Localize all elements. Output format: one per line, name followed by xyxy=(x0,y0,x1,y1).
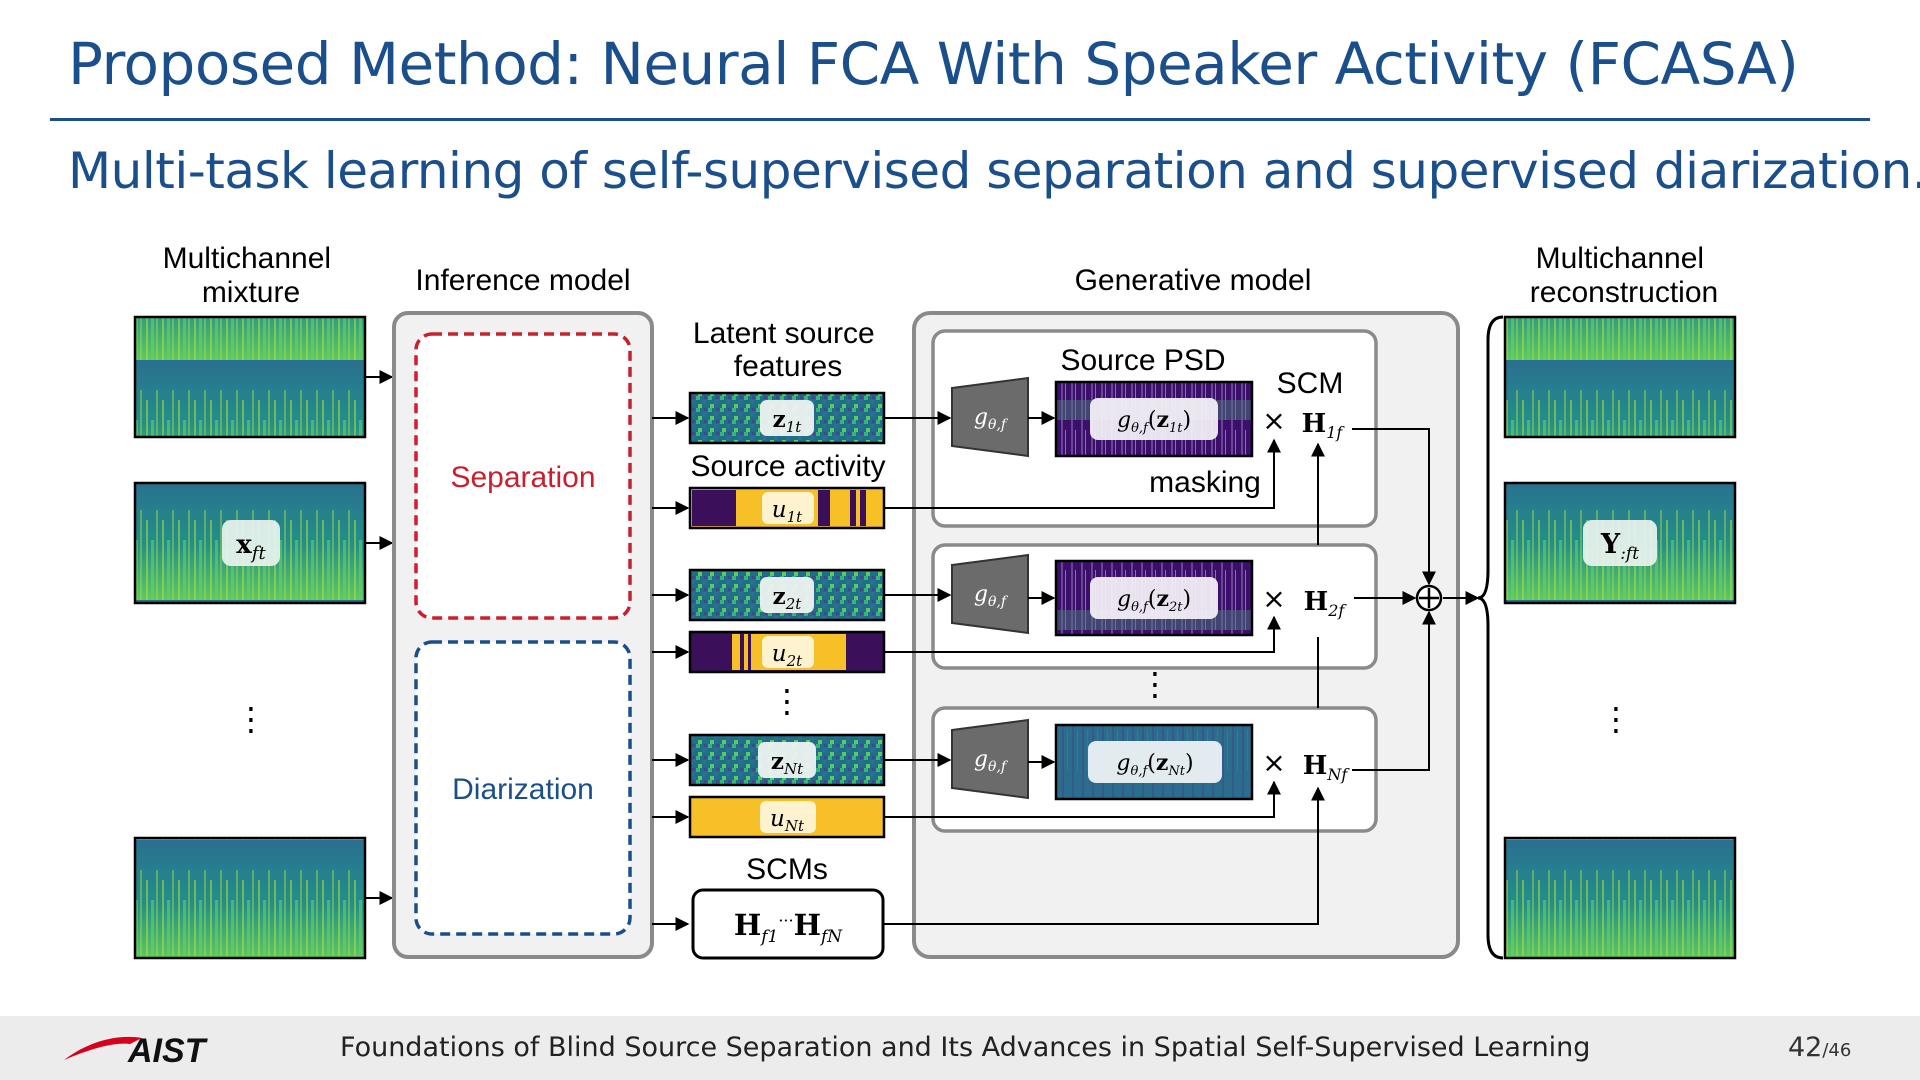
svg-text:×: × xyxy=(1262,404,1285,437)
footer-title: Foundations of Blind Source Separation a… xyxy=(340,1032,1591,1063)
masking-label: masking xyxy=(1149,466,1261,499)
sum-node xyxy=(1415,584,1443,612)
mixture-spectrogram-1 xyxy=(133,315,367,439)
generative-row-2: gθ,f gθ,f(z2t) × H2f xyxy=(884,553,1347,637)
input-spectrograms: xft ⋮ xyxy=(133,315,367,960)
svg-text:gθ,f(z1t): gθ,f(z1t) xyxy=(1117,407,1191,436)
decoder-2 xyxy=(951,553,1029,635)
scms-label: SCMs xyxy=(746,853,828,886)
input-label: Multichannel mixture xyxy=(163,242,340,309)
source-psd-label: Source PSD xyxy=(1060,344,1225,377)
latent-source-label: Latent source features xyxy=(693,317,883,383)
reconstruction-spectrogram-3 xyxy=(1503,836,1737,960)
svg-text:gθ,f: gθ,f xyxy=(974,582,1009,610)
generative-model-label: Generative model xyxy=(1075,264,1312,297)
output-label: Multichannel reconstruction xyxy=(1530,242,1718,309)
svg-text:gθ,f(z2t): gθ,f(z2t) xyxy=(1117,586,1191,615)
slide-title: Proposed Method: Neural FCA With Speaker… xyxy=(68,30,1799,98)
mixture-symbol: xft xyxy=(236,530,266,564)
page-total: /46 xyxy=(1822,1040,1852,1061)
reconstruction-spectrogram-1 xyxy=(1503,315,1737,439)
reconstruction-symbol: Y:ft xyxy=(1600,529,1639,564)
svg-text:gθ,f(zNt): gθ,f(zNt) xyxy=(1116,750,1193,779)
output-brace xyxy=(1477,315,1504,960)
output-ellipsis: ⋮ xyxy=(1600,700,1632,738)
svg-text:AIST: AIST xyxy=(127,1032,209,1070)
page-current: 42 xyxy=(1788,1032,1823,1063)
page-number: 42/46 xyxy=(1788,1032,1851,1063)
scms-symbols: Hf1···HfN xyxy=(734,908,843,947)
latent-row-1: z1t u1t xyxy=(688,391,886,530)
svg-text:u2t: u2t xyxy=(772,641,803,670)
aist-logo: AIST xyxy=(64,1032,209,1070)
svg-text:gθ,f: gθ,f xyxy=(974,405,1009,433)
mixture-spectrogram-3 xyxy=(133,836,367,960)
output-spectrograms: Y:ft ⋮ xyxy=(1503,315,1737,960)
decoder-1 xyxy=(951,376,1029,458)
slide-subtitle: Multi-task learning of self-supervised s… xyxy=(68,142,1920,200)
mixture-symbol-badge xyxy=(222,520,280,566)
svg-text:gθ,f: gθ,f xyxy=(974,747,1009,775)
separation-label: Separation xyxy=(450,461,595,494)
reconstruction-symbol-badge xyxy=(1583,520,1657,566)
separation-box xyxy=(414,332,632,620)
latent-ellipsis: ⋮ xyxy=(771,682,803,720)
generative-row-1: gθ,f gθ,f(z1t) × H1f xyxy=(884,376,1345,458)
svg-text:×: × xyxy=(1262,582,1285,615)
latent-row-n: zNt uNt xyxy=(688,733,886,839)
svg-text:HNf: HNf xyxy=(1303,751,1351,784)
diarization-label: Diarization xyxy=(452,773,594,806)
generative-row-n: gθ,f gθ,f(zNt) × HNf xyxy=(884,718,1351,801)
source-box-ellipsis: ⋮ xyxy=(1139,665,1171,703)
inference-model-label: Inference model xyxy=(415,264,630,297)
fcasa-diagram: Multichannel mixture xft ⋮ Inference mod… xyxy=(133,242,1737,960)
input-ellipsis: ⋮ xyxy=(235,700,267,738)
decoder-n xyxy=(951,718,1029,800)
diarization-box xyxy=(414,640,632,936)
title-divider xyxy=(50,118,1870,121)
scm-label: SCM xyxy=(1277,367,1344,400)
svg-text:×: × xyxy=(1262,746,1285,779)
footer-bar: AIST Foundations of Blind Source Separat… xyxy=(0,1016,1920,1080)
latent-row-2: z2t u2t xyxy=(688,568,886,674)
source-activity-label: Source activity xyxy=(690,450,885,483)
